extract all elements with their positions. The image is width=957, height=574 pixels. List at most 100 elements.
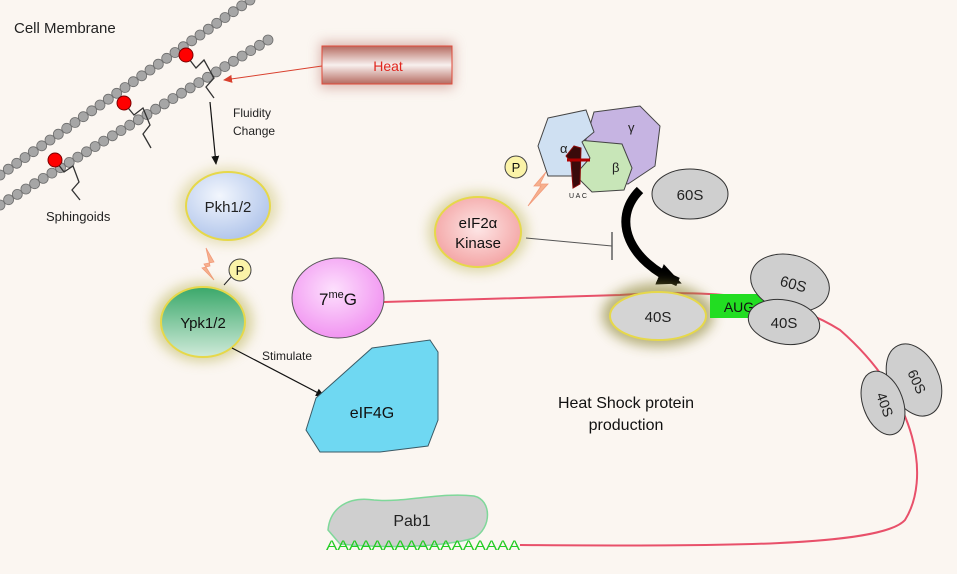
lipid-bead (2, 163, 14, 175)
lipid-bead (184, 82, 196, 94)
lipid-bead (0, 169, 6, 181)
beta-label: β (612, 160, 619, 175)
phospho-link (223, 275, 233, 286)
ypk-node: Ypk1/2 (153, 282, 253, 362)
lipid-bead (37, 172, 49, 184)
translating-ribosome: 60S 40S (860, 343, 943, 436)
lipid-bead (52, 128, 64, 140)
lipid-bead (236, 0, 248, 12)
lipid-bead (27, 146, 39, 158)
gamma-label: γ (628, 120, 635, 135)
lipid-bead (19, 152, 31, 163)
cell-membrane (0, 0, 274, 211)
lipid-bead (124, 119, 136, 131)
free-60s-subunit (651, 168, 729, 220)
lipid-bead (77, 111, 89, 123)
phosphorylation-bolt-icon (201, 247, 215, 281)
lipid-bead (119, 82, 131, 93)
lipid-bead (150, 103, 162, 115)
lipid-bead (11, 157, 23, 169)
alpha-label: α (560, 141, 568, 156)
scanning-40s: 40S (602, 283, 714, 347)
kinase-label-line2: Kinase (455, 235, 501, 252)
lipid-bead (98, 135, 110, 147)
lipid-bead (152, 58, 164, 70)
lipid-bead (20, 183, 32, 195)
cap-label-superscript: me (328, 289, 343, 301)
fluidity-arrow (209, 101, 220, 165)
hsp-label-line2: production (589, 417, 664, 434)
sphingoids-label: Sphingoids (46, 209, 111, 224)
sphingoid-headgroup (47, 152, 63, 168)
lipid-bead (111, 87, 123, 99)
lipid-bead (44, 134, 56, 146)
trna-icon (565, 145, 582, 189)
lipid-bead (127, 76, 139, 88)
heat-label: Heat (373, 58, 403, 74)
eif2-complex: α β γ U A C (537, 105, 661, 200)
eif4g-label: eIF4G (350, 405, 394, 422)
lipid-bead (46, 167, 58, 179)
sphingoid-tails (54, 54, 215, 201)
lipid-bead (186, 35, 198, 47)
pkh-label: Pkh1/2 (205, 199, 252, 216)
phospho-label-eif2: P (512, 160, 521, 175)
hsp-label-line1: Heat Shock protein (558, 395, 694, 412)
lipid-bead (61, 122, 73, 134)
pkh-node: Pkh1/2 (178, 168, 278, 244)
eif2a-kinase-node: eIF2α Kinase (428, 192, 528, 272)
lipid-bead (0, 199, 6, 211)
lipid-bead (219, 61, 231, 72)
lipid-bead (227, 55, 239, 67)
recruitment-arrow (621, 186, 682, 287)
cap-label-g: G (344, 290, 357, 309)
sphingoid-headgroup (116, 95, 132, 111)
lipid-bead (136, 70, 148, 82)
lipid-bead (176, 87, 187, 99)
lipid-bead (167, 93, 179, 104)
lipid-bead (244, 0, 256, 6)
lipid-bead (36, 140, 48, 152)
lipid-bead (81, 146, 92, 158)
pab1-shape (327, 494, 489, 548)
kinase-bolt-icon (527, 171, 549, 207)
lipid-bead (107, 130, 118, 142)
lipid-bead (262, 34, 274, 46)
lipid-bead (193, 77, 205, 88)
ribosome-at-aug: 60S 40S (747, 253, 830, 346)
lipid-bead (253, 39, 265, 51)
lipid-bead (236, 50, 248, 62)
scanning-40s-label: 40S (645, 309, 672, 326)
lipid-bead (72, 151, 84, 163)
aug-60s-label: 60S (778, 273, 808, 296)
phospho-badge-eif2 (504, 155, 528, 179)
heat-arrow (223, 65, 323, 83)
lipid-bead (194, 29, 206, 41)
lipid-bead (161, 52, 173, 64)
lipid-bead (211, 17, 223, 29)
lipid-bead (219, 12, 231, 23)
pab1-label: Pab1 (393, 513, 430, 530)
stimulate-label: Stimulate (262, 349, 312, 363)
phospho-label-ypk: P (236, 263, 245, 278)
polya-tail: AAAAAAAAAAAAAAAAA (326, 537, 521, 553)
inhibition-line (525, 237, 613, 247)
cap-node: 7meG (291, 257, 385, 339)
sphingoid-headgroup (178, 47, 194, 63)
lipid-bead (86, 105, 98, 117)
lipid-bilayer (0, 0, 274, 211)
aug-label: AUG (724, 299, 754, 315)
lipid-bead (245, 45, 257, 56)
fluidity-label-line2: Change (233, 124, 275, 138)
lipid-bead (227, 6, 239, 18)
phospho-badge-ypk (228, 258, 252, 282)
lipid-bead (115, 125, 127, 136)
lipid-bead (3, 194, 15, 206)
lipid-bead (89, 141, 101, 152)
lipid-bead (202, 71, 213, 83)
lipid-bead (11, 188, 23, 200)
lipid-bead (94, 99, 106, 111)
lipid-bead (69, 117, 81, 128)
ypk-label: Ypk1/2 (180, 315, 226, 332)
